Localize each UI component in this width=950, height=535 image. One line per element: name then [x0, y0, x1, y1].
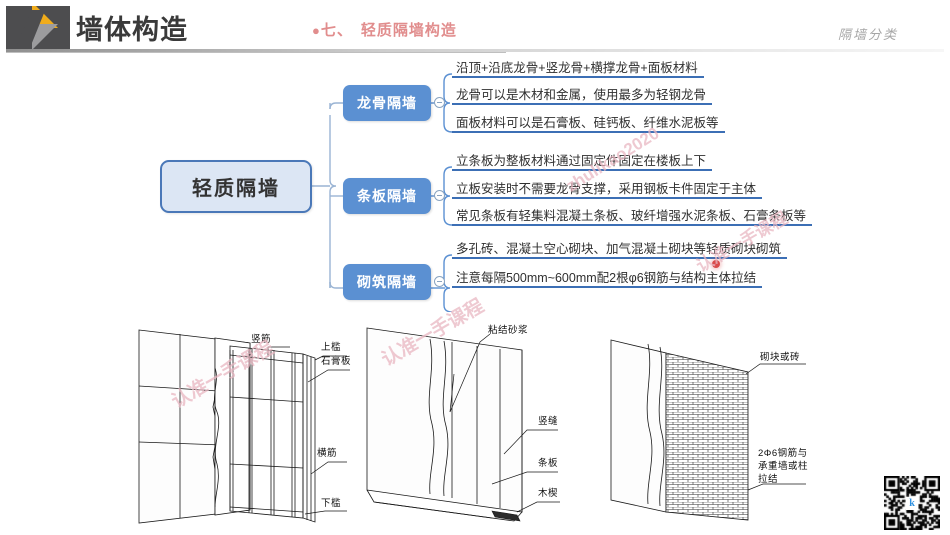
mindmap-leaf[interactable]: 沿顶+沿底龙骨+竖龙骨+横撑龙骨+面板材料 [452, 57, 704, 78]
mindmap-leaf[interactable]: 注意每隔500mm~600mm配2根φ6钢筋与结构主体拉结 [452, 267, 763, 288]
figure-label: 竖缝 [538, 416, 559, 427]
figure-label: 砌块或砖 [760, 352, 801, 363]
figure-label: 木楔 [538, 488, 559, 499]
mindmap-leaf[interactable]: 多孔砖、混凝土空心砌块、加气混凝土砌块等轻质砌块砌筑 [452, 238, 788, 259]
qr-code[interactable]: k [884, 476, 940, 530]
mindmap-leaf[interactable]: 常见条板有轻集料混凝土条板、玻纤增强水泥条板、石膏条板等 [452, 205, 813, 226]
figure-label: 2Φ6钢筋与 [758, 448, 808, 459]
page-header: 墙体构造 ●七、轻质隔墙构造 隔墙分类 [0, 0, 950, 53]
panel-partition-diagram: 粘结砂浆 竖缝 条板 木楔 [362, 312, 607, 535]
section-title: 轻质隔墙构造 [360, 22, 457, 39]
bullet-icon: ● [312, 23, 321, 38]
mindmap-leaf[interactable]: 龙骨可以是木材和金属，使用最多为轻钢龙骨 [452, 84, 713, 105]
page-title: 墙体构造 [76, 15, 188, 45]
mindmap-branch-panel[interactable]: 条板隔墙 [343, 178, 431, 214]
stud-partition-diagram: 竖筋 上槛 石膏板 横筋 下槛 [125, 312, 370, 535]
figure-label: 拉结 [758, 474, 779, 485]
collapse-circle-icon-branch-2[interactable] [434, 190, 445, 201]
mindmap: 轻质隔墙 龙骨隔墙 沿顶+沿底龙骨+竖龙骨+横撑龙骨+面板材料 龙骨可以是木材和… [0, 52, 950, 312]
mindmap-root-node[interactable]: 轻质隔墙 [160, 160, 312, 213]
mindmap-leaf[interactable]: 面板材料可以是石膏板、硅钙板、纤维水泥板等 [452, 112, 725, 133]
section-heading: ●七、轻质隔墙构造 [312, 19, 457, 40]
qr-center-logo: k [906, 497, 918, 510]
header-right-label: 隔墙分类 [838, 27, 899, 42]
figure-label: 石膏板 [321, 356, 352, 367]
masonry-partition-diagram: 砌块或砖 2Φ6钢筋与 承重墙或柱 拉结 [608, 312, 873, 535]
collapse-circle-icon-branch-1[interactable] [434, 97, 445, 108]
figure-row: 竖筋 上槛 石膏板 横筋 下槛 [0, 312, 950, 535]
highlight-dot-icon [712, 260, 720, 268]
k-logo-icon [6, 6, 70, 50]
figure-label: 承重墙或柱 [758, 461, 809, 472]
mindmap-branch-masonry[interactable]: 砌筑隔墙 [343, 264, 431, 300]
section-number: 七、 [320, 22, 353, 39]
header-divider-secondary [6, 52, 506, 53]
figure-label: 上槛 [321, 342, 342, 353]
figure-label: 条板 [538, 458, 559, 469]
figure-label: 横筋 [317, 448, 338, 459]
mindmap-leaf[interactable]: 立条板为整板材料通过固定件固定在楼板上下 [452, 150, 713, 171]
mindmap-leaf[interactable]: 立板安装时不需要龙骨支撑，采用钢板卡件固定于主体 [452, 178, 763, 199]
collapse-circle-icon-branch-3[interactable] [434, 276, 445, 287]
figure-label: 竖筋 [251, 334, 272, 345]
header-divider [6, 49, 944, 52]
figure-label: 粘结砂浆 [488, 325, 529, 336]
mindmap-branch-stud[interactable]: 龙骨隔墙 [343, 85, 431, 121]
figure-label: 下槛 [321, 498, 342, 509]
